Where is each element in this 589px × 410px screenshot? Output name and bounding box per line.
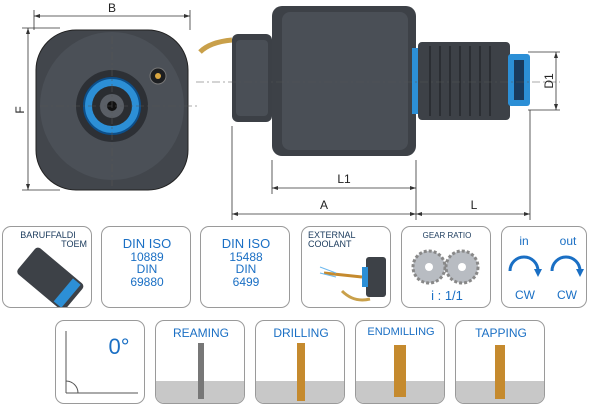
din-left-line4: 69880 — [130, 274, 164, 289]
card-rotation: in out CW CW — [501, 226, 587, 308]
rotation-in-dir: CW — [515, 288, 535, 302]
card-baruffaldi: BARUFFALDI TOEM — [2, 226, 92, 308]
coolant-line2: COOLANT — [308, 239, 352, 250]
endmilling-label: ENDMILLING — [367, 326, 435, 338]
gear-ratio-value: i : 1/1 — [431, 288, 463, 303]
toem-image — [17, 247, 84, 307]
dim-l1-label: L1 — [337, 172, 351, 186]
rotation-out-dir: CW — [557, 288, 577, 302]
rotation-out-label: out — [559, 234, 577, 248]
rotation-arrows-icon — [508, 255, 584, 277]
card-gear-ratio: GEAR RATIO i : 1/1 — [401, 226, 491, 308]
drilling-label: DRILLING — [273, 326, 329, 340]
din-left-line2: 10889 — [130, 249, 164, 264]
dim-l-label: L — [471, 198, 478, 212]
rotation-in-label: in — [519, 234, 529, 248]
card-drilling: DRILLING — [255, 320, 345, 404]
card-din-15488: DIN ISO 15488 DIN 6499 — [200, 226, 290, 308]
reamer-icon — [156, 343, 244, 403]
coolant-image — [319, 257, 386, 302]
dim-f-label: F — [13, 106, 27, 113]
card-external-coolant: EXTERNAL COOLANT — [301, 226, 391, 308]
card-angle: 0° — [55, 320, 145, 404]
angle-value: 0° — [108, 334, 130, 359]
card-reaming: REAMING — [155, 320, 245, 404]
angle-icon — [65, 331, 138, 394]
din-right-line3: DIN — [235, 262, 257, 277]
endmill-icon — [356, 345, 444, 403]
side-view: D1 L1 A L — [196, 6, 560, 220]
din-left-line3: DIN — [136, 262, 158, 277]
drill-icon — [256, 343, 344, 403]
din-right-line1: DIN ISO — [221, 236, 271, 251]
dim-b-label: B — [108, 1, 116, 15]
baruffaldi-line2: TOEM — [61, 239, 87, 250]
tapping-label: TAPPING — [475, 326, 527, 340]
card-tapping: TAPPING — [455, 320, 545, 404]
card-din-10889: DIN ISO 10889 DIN 69880 — [101, 226, 191, 308]
reaming-label: REAMING — [172, 326, 229, 340]
gears-icon — [411, 249, 480, 285]
din-left-line1: DIN ISO — [122, 236, 172, 251]
din-right-line4: 6499 — [232, 274, 260, 289]
front-view: B F — [13, 1, 200, 191]
dim-a-label: A — [320, 198, 328, 212]
baruffaldi-line1: BARUFFALDI — [20, 230, 76, 240]
card-endmilling: ENDMILLING — [355, 320, 445, 404]
gear-ratio-title: GEAR RATIO — [422, 231, 472, 240]
technical-drawing: B F — [13, 1, 560, 220]
tap-icon — [456, 345, 544, 403]
coolant-line1: EXTERNAL — [308, 230, 356, 240]
din-right-line2: 15488 — [229, 249, 263, 264]
dim-d1-label: D1 — [542, 73, 556, 89]
